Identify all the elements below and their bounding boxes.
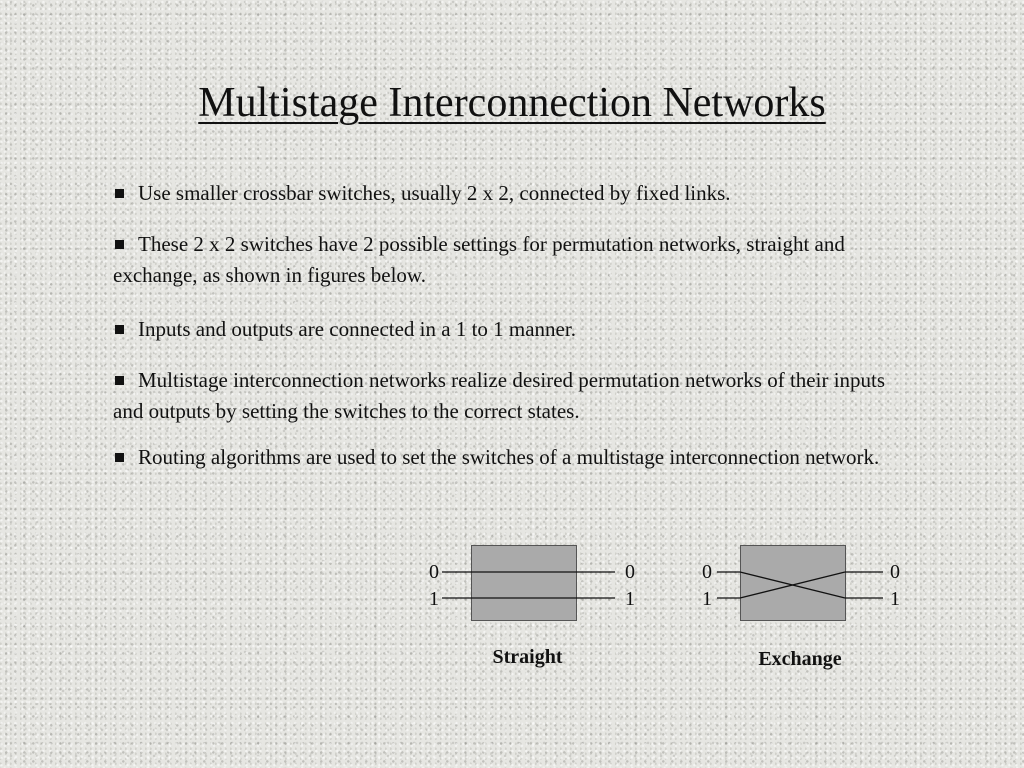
- square-bullet-icon: [115, 240, 124, 249]
- input-port-1: 1: [702, 588, 712, 610]
- exchange-caption: Exchange: [758, 648, 842, 670]
- cross-1-to-0: [739, 571, 846, 599]
- square-bullet-icon: [115, 189, 124, 198]
- bullet-text: Multistage interconnection networks real…: [113, 368, 886, 423]
- slide-title-text: Multistage Interconnection Networks: [198, 80, 826, 126]
- straight-connections: [442, 571, 615, 599]
- input-port-0: 0: [702, 561, 712, 583]
- bullet-item: Multistage interconnection networks real…: [113, 365, 913, 427]
- exchange-connections: [717, 571, 883, 599]
- bullet-text: Routing algorithms are used to set the s…: [138, 445, 880, 469]
- bullet-text: Inputs and outputs are connected in a 1 …: [138, 317, 576, 341]
- bullet-item: Routing algorithms are used to set the s…: [113, 442, 913, 473]
- square-bullet-icon: [115, 376, 124, 385]
- bullet-item: Inputs and outputs are connected in a 1 …: [113, 314, 913, 345]
- output-port-1: 1: [890, 588, 900, 610]
- bullet-text: These 2 x 2 switches have 2 possible set…: [113, 232, 845, 287]
- bullet-item: Use smaller crossbar switches, usually 2…: [113, 178, 913, 209]
- switch-box: [740, 545, 846, 621]
- straight-caption: Straight: [492, 646, 563, 668]
- square-bullet-icon: [115, 325, 124, 334]
- bullet-item: These 2 x 2 switches have 2 possible set…: [113, 229, 913, 291]
- input-port-0: 0: [429, 561, 439, 583]
- straight-switch-figure: 0 1 0 1 Straight: [420, 540, 650, 680]
- output-port-1: 1: [625, 588, 635, 610]
- exchange-switch-figure: 0 1 0 1 Exchange: [695, 540, 915, 680]
- slide-title: Multistage Interconnection Networks: [0, 78, 1024, 128]
- input-port-1: 1: [429, 588, 439, 610]
- switch-box: [471, 545, 577, 621]
- output-port-0: 0: [890, 561, 900, 583]
- output-port-0: 0: [625, 561, 635, 583]
- bullet-text: Use smaller crossbar switches, usually 2…: [138, 181, 731, 205]
- square-bullet-icon: [115, 453, 124, 462]
